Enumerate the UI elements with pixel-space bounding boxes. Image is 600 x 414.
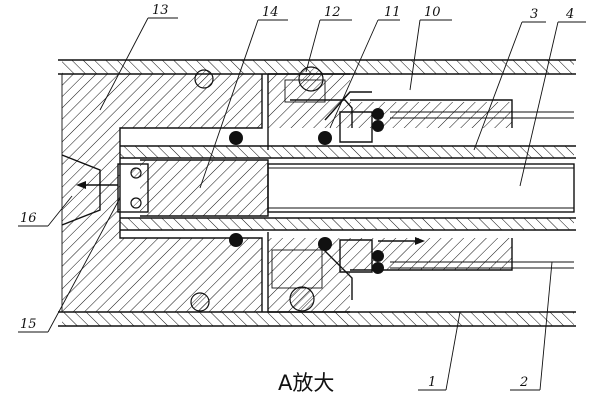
o-ring-lower-inner <box>229 233 243 247</box>
end-body-part-13 <box>61 74 263 312</box>
leader-lines <box>18 17 586 391</box>
label-10: 10 <box>424 5 441 20</box>
label-15: 15 <box>20 317 37 332</box>
figure-caption: A放大 <box>278 371 334 395</box>
outer-tube-bottom-wall <box>58 311 576 327</box>
label-14: 14 <box>262 5 279 20</box>
label-12: 12 <box>324 5 341 20</box>
o-ring-top-left <box>194 69 214 89</box>
upper-seal-housing <box>267 66 574 150</box>
label-2: 2 <box>519 375 528 390</box>
shaft-part-4 <box>267 163 575 213</box>
lower-seal-housing <box>267 232 574 313</box>
label-16: 16 <box>20 211 37 226</box>
o-ring-upper-inner <box>229 131 243 145</box>
inner-sleeve-part-3 <box>120 145 576 231</box>
nozzle-tip-part-15 <box>76 163 149 213</box>
label-3: 3 <box>530 7 538 22</box>
label-13: 13 <box>152 3 169 18</box>
label-4: 4 <box>565 7 574 22</box>
label-11: 11 <box>384 5 401 20</box>
plug-part-14 <box>140 159 269 217</box>
o-ring-bottom-left <box>190 292 210 312</box>
label-1: 1 <box>428 375 436 390</box>
